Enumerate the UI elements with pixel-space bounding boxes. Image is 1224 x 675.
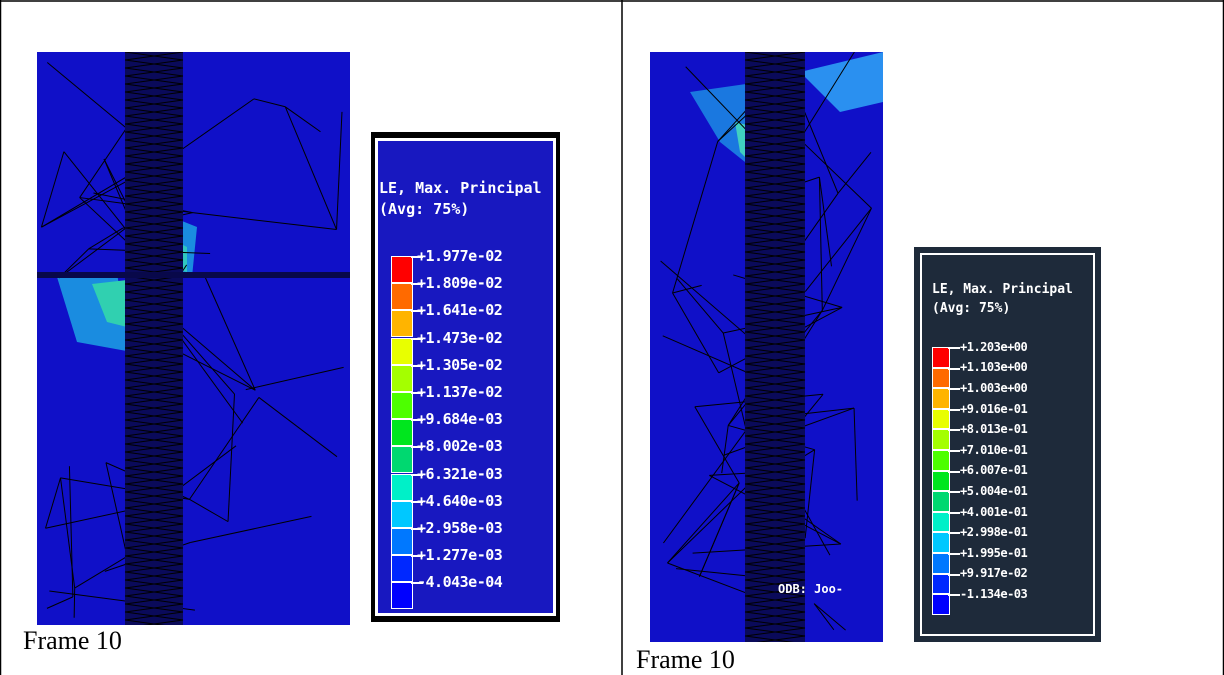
left-legend-value-label: -4.043e-04 (417, 573, 503, 592)
right-legend-swatch (932, 450, 950, 471)
left-legend-value-label: +1.641e-02 (417, 301, 503, 320)
right-legend-swatch (932, 491, 950, 512)
left-legend-value-label: +1.305e-02 (417, 355, 503, 374)
right-legend-tick (948, 532, 960, 535)
left-legend-value-label: +9.684e-03 (417, 410, 503, 429)
left-legend-swatch (391, 392, 413, 419)
left-legend: LE, Max. Principal (Avg: 75%) +1.977e-02… (371, 132, 560, 622)
left-legend-tick (411, 419, 423, 422)
right-legend-value-label: +8.013e-01 (960, 422, 1028, 437)
left-legend-subtitle: (Avg: 75%) (379, 200, 470, 218)
left-legend-swatch (391, 555, 413, 583)
right-legend-swatch (932, 367, 950, 389)
left-legend-value-label: +1.277e-03 (417, 546, 503, 565)
left-legend-swatch (391, 283, 413, 311)
right-legend-value-label: -1.134e-03 (960, 587, 1028, 601)
right-legend-swatch (932, 511, 950, 533)
right-legend-value-label: +1.003e+00 (960, 381, 1028, 395)
right-legend-value-label: +1.103e+00 (960, 360, 1028, 375)
left-legend-value-label: +1.977e-02 (417, 247, 503, 265)
right-legend-value-label: +4.001e-01 (960, 504, 1028, 519)
right-legend-swatch (932, 408, 950, 430)
right-legend-tick (948, 347, 960, 349)
right-legend-swatch (932, 553, 950, 574)
right-legend-swatch (932, 594, 950, 615)
left-legend-tick (411, 473, 423, 476)
left-legend-tick (411, 582, 423, 585)
left-legend-title: LE, Max. Principal (379, 179, 542, 197)
right-legend-tick (948, 553, 960, 555)
left-legend-swatch (391, 528, 413, 555)
right-legend-swatch (932, 429, 950, 450)
left-legend-tick (411, 256, 423, 258)
left-legend-tick (411, 364, 423, 367)
right-legend-tick (948, 408, 960, 411)
left-legend-swatch (391, 446, 413, 474)
left-legend-swatch (391, 500, 413, 528)
right-legend-tick (948, 594, 960, 597)
odb-label: ODB: Joo- (778, 582, 844, 596)
right-legend-value-label: +9.016e-01 (960, 401, 1028, 416)
left-legend-tick (411, 500, 423, 503)
left-legend-value-label: +4.640e-03 (417, 491, 503, 510)
right-fem-contour-plot: ODB: Joo- (650, 52, 883, 642)
left-legend-swatch (391, 310, 413, 338)
left-legend-tick (411, 555, 423, 558)
right-legend-tick (948, 491, 960, 494)
right-legend-swatch (932, 573, 950, 595)
left-legend-swatch (391, 419, 413, 447)
left-legend-value-label: +1.473e-02 (417, 328, 503, 347)
left-legend-swatch (391, 364, 413, 392)
left-legend-value-label: +1.137e-02 (417, 383, 503, 401)
left-legend-tick (411, 337, 423, 340)
left-legend-tick (411, 446, 423, 449)
left-legend-value-label: +8.002e-03 (417, 437, 503, 456)
right-legend-swatch (932, 532, 950, 553)
left-legend-value-label: +1.809e-02 (417, 274, 503, 293)
left-legend-tick (411, 310, 423, 313)
left-legend-swatch (391, 473, 413, 501)
left-caption: Frame 10 (23, 626, 122, 655)
left-legend-tick (411, 528, 423, 530)
right-legend-swatch (932, 347, 950, 368)
left-fem-contour-plot (37, 52, 350, 625)
left-legend-swatch (391, 256, 413, 283)
right-legend-tick (948, 470, 960, 473)
right-legend-tick (948, 450, 960, 452)
right-legend-tick (948, 367, 960, 370)
left-legend-swatch (391, 582, 413, 610)
left-legend-value-label: +2.958e-03 (417, 519, 503, 537)
left-legend-swatch (391, 337, 413, 365)
right-legend-value-label: +7.010e-01 (960, 442, 1028, 457)
right-legend-tick (948, 429, 960, 432)
right-legend-tick (948, 388, 960, 391)
right-legend-title: LE, Max. Principal (932, 282, 1073, 297)
right-legend-swatch (932, 388, 950, 409)
right-legend-tick (948, 511, 960, 514)
right-legend-value-label: +1.995e-01 (960, 545, 1028, 560)
left-legend-tick (411, 283, 423, 286)
right-legend-value-label: +6.007e-01 (960, 463, 1028, 478)
right-legend: LE, Max. Principal (Avg: 75%) +1.203e+00… (914, 247, 1101, 642)
right-caption: Frame 10 (636, 645, 735, 674)
left-legend-value-label: +6.321e-03 (417, 464, 503, 483)
right-legend-tick (948, 573, 960, 576)
left-legend-tick (411, 392, 423, 394)
right-legend-value-label: +2.998e-01 (960, 525, 1028, 540)
right-legend-value-label: +5.004e-01 (960, 484, 1028, 498)
right-legend-swatch (932, 470, 950, 492)
right-legend-value-label: +9.917e-02 (960, 566, 1028, 581)
right-legend-subtitle: (Avg: 75%) (932, 301, 1011, 316)
right-legend-value-label: +1.203e+00 (960, 339, 1028, 354)
